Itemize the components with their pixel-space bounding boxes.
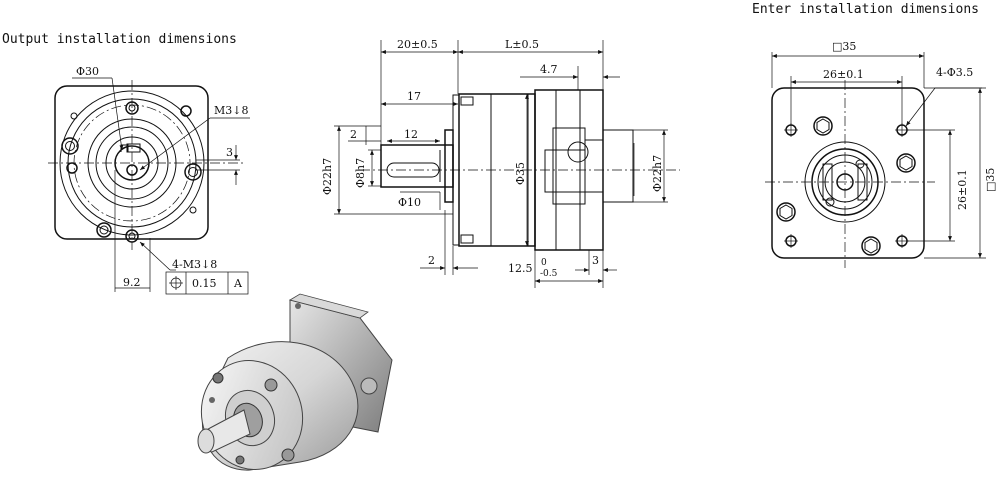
dim-output-9-2: 9.2 (123, 276, 141, 289)
dim-side-dia22-left: Φ22h7 (321, 158, 334, 195)
dim-side-4-7: 4.7 (540, 63, 558, 76)
dim-side-12-5: 12.5 (508, 262, 533, 275)
output-housing-circle (59, 90, 205, 236)
dim-input-holes: 4-Φ3.5 (936, 66, 973, 79)
output-hole-bl (96, 222, 112, 238)
output-hole-tl (61, 137, 79, 155)
dim-side-12: 12 (404, 128, 418, 141)
dim-side-2b: 2 (428, 254, 435, 267)
side-section-view: 20±0.5 L±0.5 4.7 17 2 12 Φ22h7 Φ8h7 Φ35 … (321, 38, 680, 288)
dim-output-3: 3 (226, 146, 233, 159)
position-tolerance-frame (165, 271, 249, 295)
input-end-view: □35 26±0.1 4-Φ3.5 26±0.1 □35 (765, 40, 997, 268)
dim-side-dia10: Φ10 (398, 196, 421, 209)
dim-input-26-top: 26±0.1 (823, 68, 864, 81)
output-hole-tr (184, 163, 202, 181)
input-flange-square (771, 87, 925, 259)
dim-output-4m3: 4-M3↓8 (172, 258, 217, 271)
dim-side-tol-lower: -0.5 (540, 269, 558, 279)
dim-side-dia35: Φ35 (514, 162, 527, 185)
dim-input-sq35-top: □35 (832, 40, 856, 53)
dim-input-26-right: 26±0.1 (956, 169, 969, 210)
output-end-view: Φ30 M3↓8 3 4-M3↓8 9.2 0.15 A (48, 65, 250, 295)
output-shaft (380, 144, 454, 188)
tolerance-datum: A (233, 277, 243, 290)
output-view-title: Output installation dimensions (2, 32, 237, 47)
dim-side-20: 20±0.5 (397, 38, 438, 51)
input-view-title: Enter installation dimensions (752, 2, 979, 17)
gearbox-3d-render (197, 293, 393, 471)
dim-side-tol-upper: 0 (541, 258, 547, 268)
tolerance-value: 0.15 (192, 277, 217, 290)
dim-side-2a: 2 (350, 128, 357, 141)
dim-side-dia8: Φ8h7 (354, 158, 367, 188)
dim-input-sq35-right: □35 (984, 168, 997, 192)
dim-side-L: L±0.5 (505, 38, 539, 51)
dim-side-dia22-right: Φ22h7 (651, 155, 664, 192)
dim-output-dia30: Φ30 (76, 65, 99, 78)
dim-side-3: 3 (592, 254, 599, 267)
output-flange-square (54, 85, 209, 240)
output-hole-tr2 (180, 105, 192, 117)
dim-side-17: 17 (407, 90, 421, 103)
dim-output-m3: M3↓8 (214, 104, 248, 117)
